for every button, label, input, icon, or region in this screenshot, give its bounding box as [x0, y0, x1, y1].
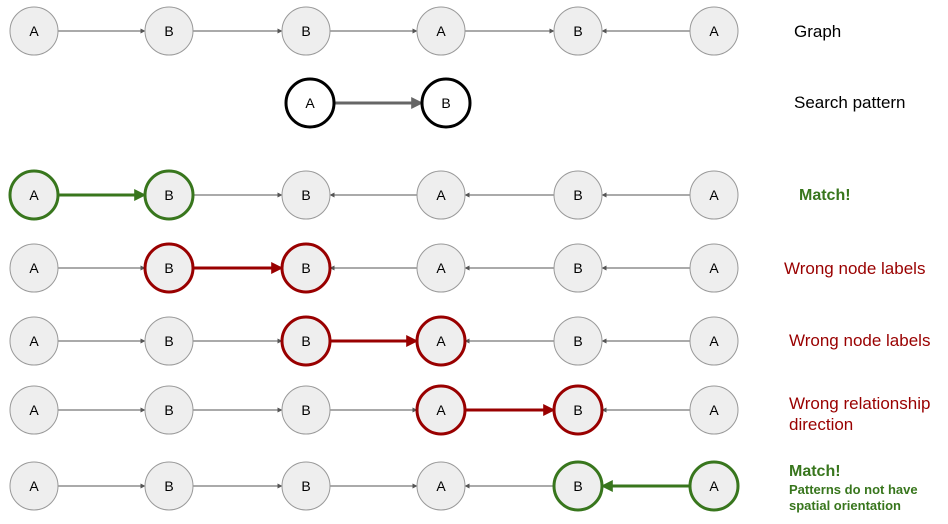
node-label-graph-5: A [709, 23, 719, 39]
node-graph-4 [553, 6, 603, 56]
node-attempt-3-5 [689, 316, 739, 366]
node-label-attempt-1-4: B [573, 187, 582, 203]
node-attempt-2-1 [143, 242, 195, 294]
node-graph-0 [9, 6, 59, 56]
node-attempt-1-2 [281, 170, 331, 220]
node-search-pattern-1 [420, 77, 472, 129]
node-label-attempt-3-4: B [573, 333, 582, 349]
node-attempt-5-1 [144, 461, 194, 511]
node-graph-1 [144, 6, 194, 56]
node-label-attempt-4-1: B [164, 402, 173, 418]
node-attempt-5-4 [552, 460, 604, 512]
node-attempt-5-3 [416, 461, 466, 511]
row-label-attempt-2: Wrong node labels [784, 259, 926, 278]
node-label-search-pattern-0: A [305, 95, 315, 111]
node-attempt-5-5 [688, 460, 740, 512]
row-label-attempt-4: Wrong relationship direction [789, 393, 930, 435]
node-attempt-1-5 [689, 170, 739, 220]
node-attempt-1-4 [553, 170, 603, 220]
node-attempt-3-2 [280, 315, 332, 367]
node-label-attempt-1-1: B [164, 187, 173, 203]
node-label-attempt-2-1: B [164, 260, 173, 276]
node-attempt-4-3 [415, 384, 467, 436]
node-label-attempt-4-2: B [301, 402, 310, 418]
row-label-attempt-1: Match! [799, 187, 851, 204]
node-label-attempt-4-4: B [573, 402, 582, 418]
node-attempt-2-5 [689, 243, 739, 293]
node-label-attempt-2-0: A [29, 260, 39, 276]
row-label-attempt-5-note: Patterns do not have spatial orientation [789, 482, 918, 513]
node-attempt-3-1 [144, 316, 194, 366]
node-label-attempt-3-2: B [301, 333, 310, 349]
node-attempt-1-3 [416, 170, 466, 220]
node-label-attempt-3-3: A [436, 333, 446, 349]
node-attempt-3-0 [9, 316, 59, 366]
row-label-attempt-5-title: Match! [789, 463, 841, 480]
node-label-attempt-4-0: A [29, 402, 39, 418]
node-attempt-1-0 [8, 169, 60, 221]
node-label-attempt-5-4: B [573, 478, 582, 494]
node-label-attempt-4-3: A [436, 402, 446, 418]
node-label-attempt-4-5: A [709, 402, 719, 418]
node-graph-3 [416, 6, 466, 56]
node-attempt-5-0 [9, 461, 59, 511]
node-label-attempt-1-5: A [709, 187, 719, 203]
node-label-attempt-5-3: A [436, 478, 446, 494]
node-label-graph-0: A [29, 23, 39, 39]
node-label-graph-4: B [573, 23, 582, 39]
row-label-search-pattern: Search pattern [794, 93, 906, 112]
node-graph-5 [689, 6, 739, 56]
node-attempt-4-5 [689, 385, 739, 435]
node-attempt-4-2 [281, 385, 331, 435]
node-label-attempt-2-5: A [709, 260, 719, 276]
row-label-attempt-4-line2: direction [789, 415, 854, 434]
node-label-attempt-5-2: B [301, 478, 310, 494]
node-label-attempt-5-1: B [164, 478, 173, 494]
node-label-attempt-2-4: B [573, 260, 582, 276]
node-label-attempt-5-5: A [709, 478, 719, 494]
node-label-search-pattern-1: B [441, 95, 450, 111]
row-label-attempt-4-line1: Wrong relationship [789, 394, 931, 413]
node-label-attempt-1-2: B [301, 187, 310, 203]
node-label-graph-3: A [436, 23, 446, 39]
node-graph-2 [281, 6, 331, 56]
node-attempt-2-4 [553, 243, 603, 293]
node-label-attempt-3-1: B [164, 333, 173, 349]
node-label-attempt-3-0: A [29, 333, 39, 349]
node-attempt-4-1 [144, 385, 194, 435]
node-attempt-3-3 [415, 315, 467, 367]
node-attempt-3-4 [553, 316, 603, 366]
node-label-attempt-2-2: B [301, 260, 310, 276]
node-label-graph-2: B [301, 23, 310, 39]
node-attempt-4-4 [552, 384, 604, 436]
node-label-graph-1: B [164, 23, 173, 39]
row-label-attempt-5: Match! Patterns do not have spatial orie… [789, 461, 948, 514]
node-search-pattern-0 [284, 77, 336, 129]
node-label-attempt-3-5: A [709, 333, 719, 349]
node-attempt-2-0 [9, 243, 59, 293]
node-label-attempt-5-0: A [29, 478, 39, 494]
node-attempt-2-2 [280, 242, 332, 294]
node-label-attempt-2-3: A [436, 260, 446, 276]
node-label-attempt-1-0: A [29, 187, 39, 203]
node-attempt-4-0 [9, 385, 59, 435]
row-label-graph: Graph [794, 22, 842, 41]
node-attempt-1-1 [143, 169, 195, 221]
node-attempt-5-2 [281, 461, 331, 511]
node-attempt-2-3 [416, 243, 466, 293]
node-label-attempt-1-3: A [436, 187, 446, 203]
row-label-attempt-3: Wrong node labels [789, 331, 931, 350]
